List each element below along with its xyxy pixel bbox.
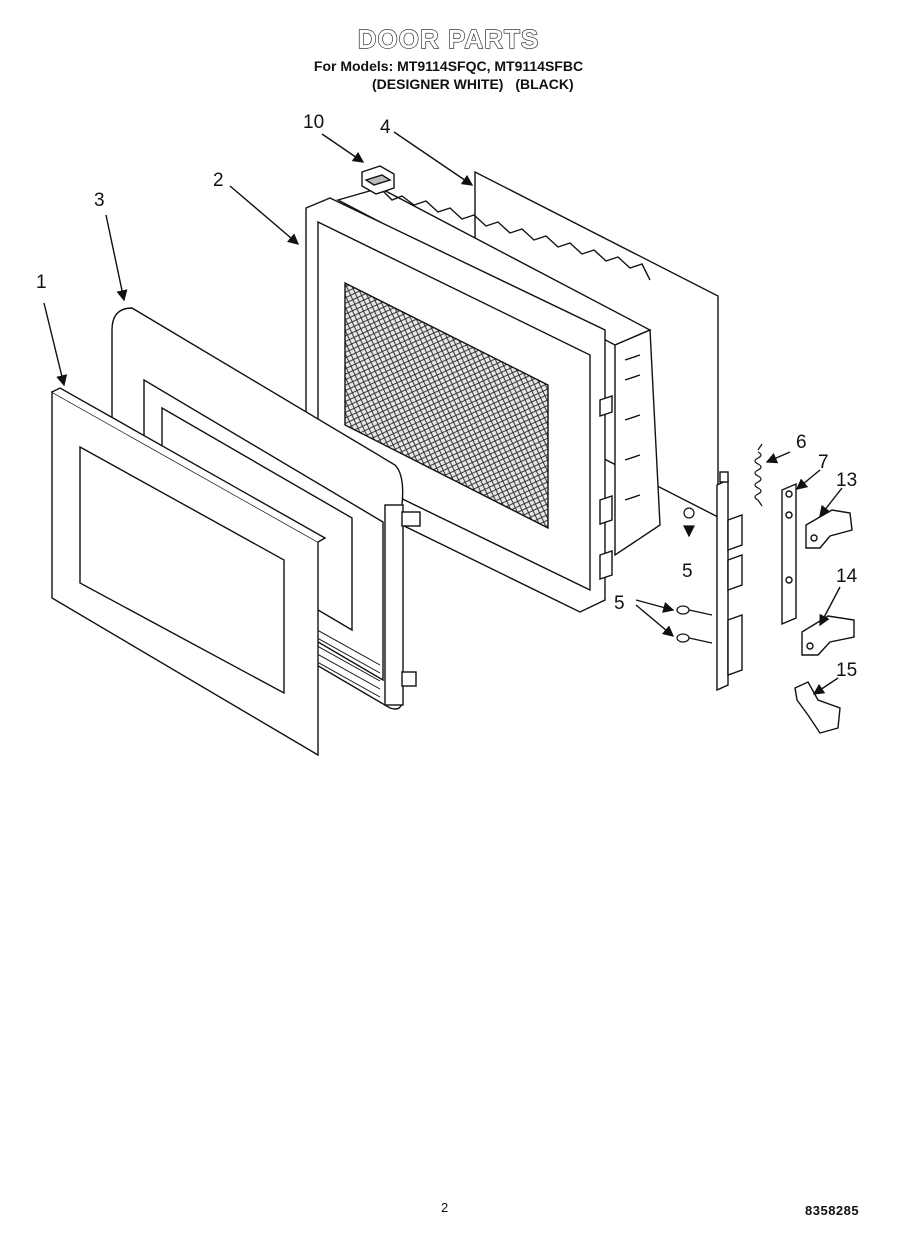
variant-black-label: (BLACK) — [515, 76, 574, 92]
part-1-door-front-panel — [51, 387, 327, 757]
callout-7: 7 — [818, 452, 829, 473]
page-number: 2 — [441, 1200, 449, 1215]
callout-5-upper: 5 — [682, 561, 693, 582]
document-code: 8358285 — [805, 1203, 860, 1218]
part-7-latch-arm — [781, 482, 797, 626]
models-line: For Models: MT9114SFQC, MT9114SFBC — [313, 58, 584, 74]
model-variants: (DESIGNER WHITE) (BLACK) — [372, 76, 582, 92]
part-10-clip — [361, 165, 395, 195]
variant-white-label: (DESIGNER WHITE) — [372, 76, 504, 92]
callout-15: 15 — [836, 660, 857, 681]
part-13-latch — [805, 509, 853, 549]
callout-4: 4 — [380, 117, 391, 138]
callout-13: 13 — [836, 470, 857, 491]
callout-3: 3 — [94, 190, 105, 211]
callout-2: 2 — [213, 170, 224, 191]
part-latch-bracket — [716, 471, 743, 692]
part-14-latch — [801, 615, 855, 656]
callout-numbers: 1 3 2 10 4 6 7 13 5 5 14 15 — [36, 112, 858, 681]
part-5-screws — [676, 507, 713, 644]
callout-6: 6 — [796, 432, 807, 453]
callout-10: 10 — [303, 112, 324, 133]
callout-14: 14 — [836, 566, 858, 587]
part-6-spring — [754, 443, 763, 507]
page-title: DOOR PARTS — [357, 23, 540, 54]
callout-1: 1 — [36, 272, 47, 293]
leader-lines — [43, 131, 843, 695]
callout-5-lower: 5 — [614, 593, 625, 614]
part-15-latch — [794, 681, 841, 734]
part-2-inner-door-frame — [305, 187, 661, 613]
